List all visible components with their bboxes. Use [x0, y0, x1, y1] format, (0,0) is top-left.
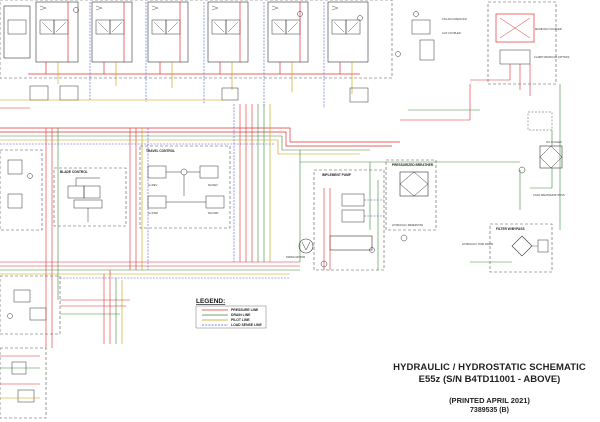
implement-pump-label: IMPLEMENT PUMP	[322, 173, 352, 177]
reservoir-block: PRESSURIZED BREATHER HYDRAULIC RESERVOIR	[385, 159, 437, 242]
lower-left-blocks	[0, 275, 130, 419]
filter-bypass-label: FILTER W/BYPASS	[496, 227, 525, 231]
blade-control-block: BLADE CONTROL	[53, 167, 127, 227]
hydraulic-reservoir-label: HYDRAULIC RESERVOIR	[392, 223, 423, 227]
title-block: HYDRAULIC / HYDROSTATIC SCHEMATIC E55z (…	[382, 362, 597, 415]
aux-manifold-coupler: 4TH AUX MANIFOLD AUX COUPLER MANIFOLD CO…	[442, 1, 570, 96]
rh-fwd-label: RH FWD	[208, 211, 218, 215]
cold-weather-bypass-label: COLD WEATHER BYPASS	[533, 193, 565, 197]
clamp-manifold-label: CLAMP MANIFOLD (OPTION)	[534, 55, 570, 59]
legend-title: LEGEND:	[196, 298, 225, 305]
travel-control-block: TRAVEL CONTROL LH REV RH REV LH FWD RH F…	[139, 145, 231, 229]
print-date: (PRINTED APRIL 2021)	[449, 396, 530, 405]
legend-label-pressure: PRESSURE LINE	[231, 308, 259, 312]
oil-cooler-label: OIL COOLER	[546, 140, 562, 144]
aux-manifold-label: 4TH AUX MANIFOLD	[442, 17, 467, 21]
lh-rev-label: LH REV	[148, 183, 158, 187]
blade-control-label: BLADE CONTROL	[60, 170, 88, 174]
manifold-coupler-label: MANIFOLD COUPLER	[535, 27, 562, 31]
implement-pump-block: IMPLEMENT PUMP SWING MOTOR	[286, 169, 385, 271]
legend-label-drain: DRAIN LINE	[231, 313, 251, 317]
line-bundles	[0, 84, 520, 344]
hydraulic-tank-drain-label: HYDRAULIC TANK DRAIN	[462, 242, 493, 246]
legend-box	[195, 305, 267, 329]
schematic-title: HYDRAULIC / HYDROSTATIC SCHEMATIC	[393, 362, 586, 373]
travel-control-label: TRAVEL CONTROL	[146, 149, 175, 153]
left-valve-block	[0, 149, 43, 231]
legend-label-pilot: PILOT LINE	[231, 318, 250, 322]
aux-coupler-label: AUX COUPLER	[442, 31, 461, 35]
legend-label-load-sense: LOAD SENSE LINE	[231, 323, 262, 327]
filter-bypass-block: FILTER W/BYPASS HYDRAULIC TANK DRAIN	[462, 223, 553, 273]
rh-rev-label: RH REV	[208, 183, 218, 187]
cooler-bypass-group: COLD WEATHER BYPASS OIL COOLER	[518, 84, 565, 230]
control-valve-bank	[0, 0, 435, 108]
part-number: 7389535 (B)	[470, 407, 509, 414]
lh-fwd-label: LH FWD	[148, 211, 158, 215]
legend: LEGEND: PRESSURE LINE DRAIN LINE PILOT L…	[195, 298, 267, 329]
swing-motor-label: SWING MOTOR	[286, 255, 305, 259]
machine-model: E55z (S/N B4TD11001 - ABOVE)	[418, 374, 561, 385]
pressurized-breather-label: PRESSURIZED BREATHER	[392, 163, 434, 167]
